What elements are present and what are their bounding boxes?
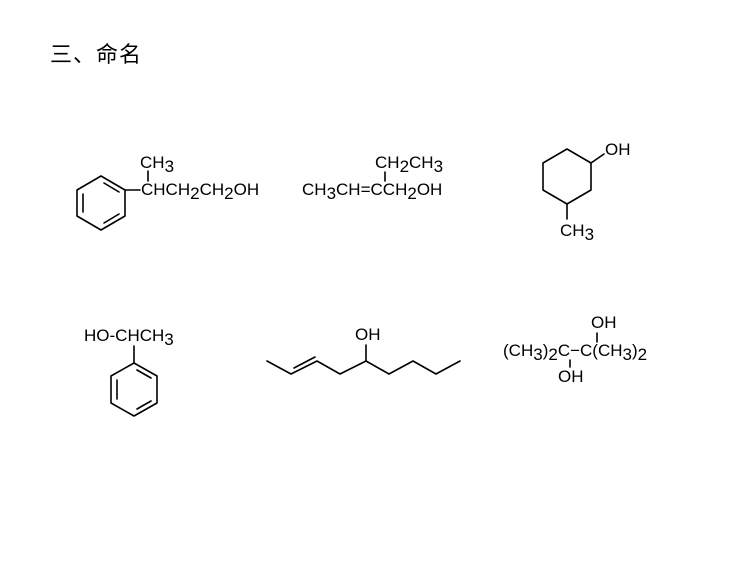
hydroxyl-label: OH (605, 140, 631, 159)
methyl-label: CH3 (560, 221, 594, 244)
hydroxyl-label: OH (355, 325, 381, 344)
structure-4: HO-CHCH3 (84, 326, 174, 417)
main-label: (CH3)2C−C(CH3)2 (503, 341, 647, 364)
main-chain-label: CH3CH=CCH2OH (302, 180, 442, 203)
benzene-ring (110, 362, 158, 417)
structure-6: OH (CH3)2C−C(CH3)2 OH (503, 313, 647, 386)
benzene-ring (76, 175, 126, 231)
double-bond-line (293, 356, 316, 369)
methyl-label: CH3 (140, 153, 174, 176)
top-hydroxyl-label: OH (591, 313, 617, 332)
chain-label: CHCH2CH2OH (141, 180, 259, 203)
structure-3: OH CH3 (542, 140, 631, 244)
section-heading: 三、命名 (50, 43, 143, 68)
ethyl-label: CH2CH3 (375, 153, 443, 176)
cyclohexane-ring (542, 148, 592, 205)
main-label: HO-CHCH3 (84, 326, 174, 349)
structure-5: OH (266, 325, 461, 375)
structure-2: CH2CH3 CH3CH=CCH2OH (302, 153, 443, 203)
ring-to-oh-bond (590, 153, 605, 164)
structure-1: CH3 CHCH2CH2OH (76, 153, 259, 231)
bottom-hydroxyl-label: OH (558, 367, 584, 386)
